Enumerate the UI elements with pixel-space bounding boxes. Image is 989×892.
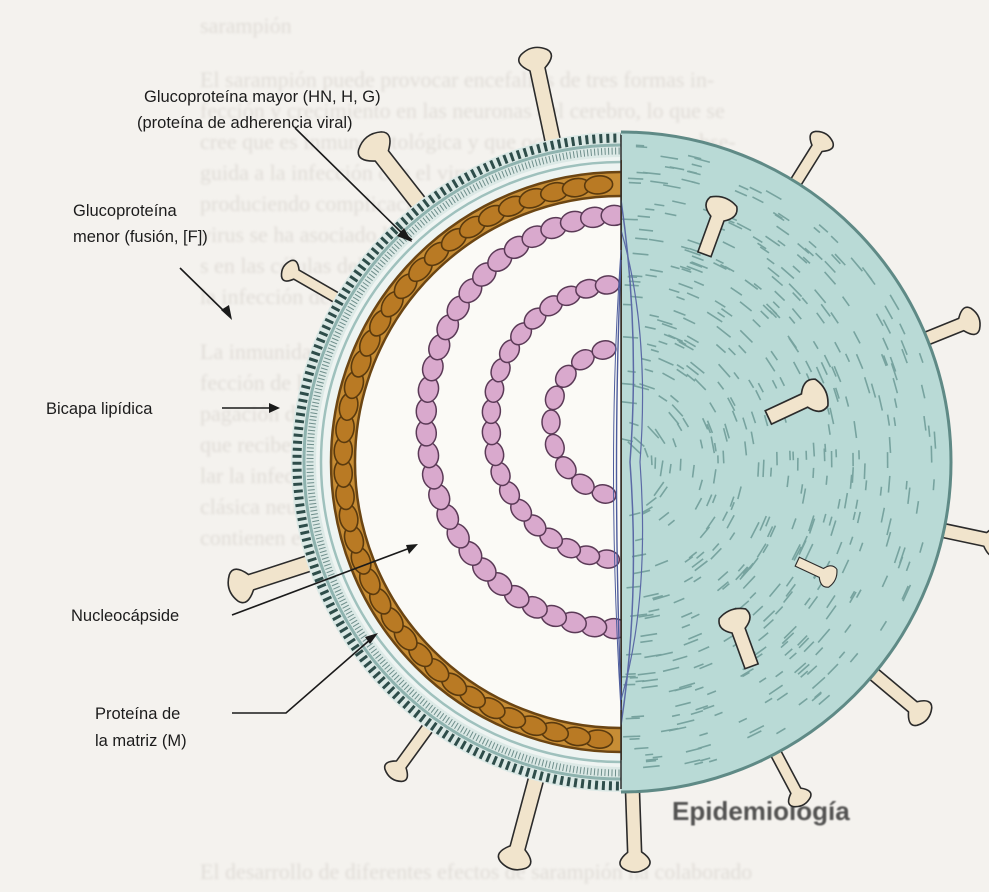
surface-texture-mark [646,761,656,762]
surface-texture-mark [890,437,891,453]
surface-texture-mark [626,718,640,719]
surface-texture-mark [636,147,647,148]
label-glycoprotein-major-sub: (proteína de adherencia viral) [137,112,353,134]
surface-texture-mark [680,459,681,471]
surface-texture-mark [631,716,644,717]
surface-texture-mark [645,754,653,755]
label-matrix-protein: Proteína de [95,703,180,725]
surface-texture-mark [638,216,650,217]
surface-texture-mark [929,426,930,437]
surface-texture-mark [637,172,648,173]
surface-texture-mark [826,476,827,485]
surface-texture-mark [636,681,645,682]
glycoprotein-spike [617,781,650,872]
label-glycoprotein-minor: Glucoproteína [73,200,177,222]
label-glycoprotein-minor-sub: menor (fusión, [F]) [73,226,208,248]
label-nucleocapsid: Nucleocápside [71,605,179,627]
surface-texture-mark [625,285,639,286]
surface-texture-mark [629,183,641,184]
surface-texture-mark [880,487,881,496]
label-lipid-bilayer: Bicapa lipídica [46,398,152,420]
surface-texture-mark [906,481,907,490]
surface-texture-mark [635,238,647,239]
surface-texture-mark [645,209,654,210]
surface-texture-mark [628,371,636,372]
surface-texture-mark [623,736,640,737]
leader-glyco-minor [180,268,228,315]
surface-texture-mark [813,468,814,478]
surface-texture-mark [763,460,764,477]
surface-texture-mark [933,479,934,490]
surface-texture-mark [628,178,643,179]
surface-texture-mark [866,480,867,490]
surface-texture-mark [758,462,759,476]
surface-texture-mark [634,748,648,749]
label-matrix-protein-sub: la matriz (M) [95,730,187,752]
surface-texture-mark [852,467,853,483]
surface-texture-mark [771,468,772,477]
nucleocapsid-bead [542,410,560,434]
surface-texture-mark [813,443,814,457]
surface-texture-mark [723,451,724,464]
label-glycoprotein-major: Glucoproteína mayor (HN, H, G) [144,86,381,108]
surface-texture-mark [626,654,641,655]
surface-texture-mark [651,455,652,465]
surface-texture-mark [864,463,865,479]
glycoprotein-spike [517,44,571,152]
